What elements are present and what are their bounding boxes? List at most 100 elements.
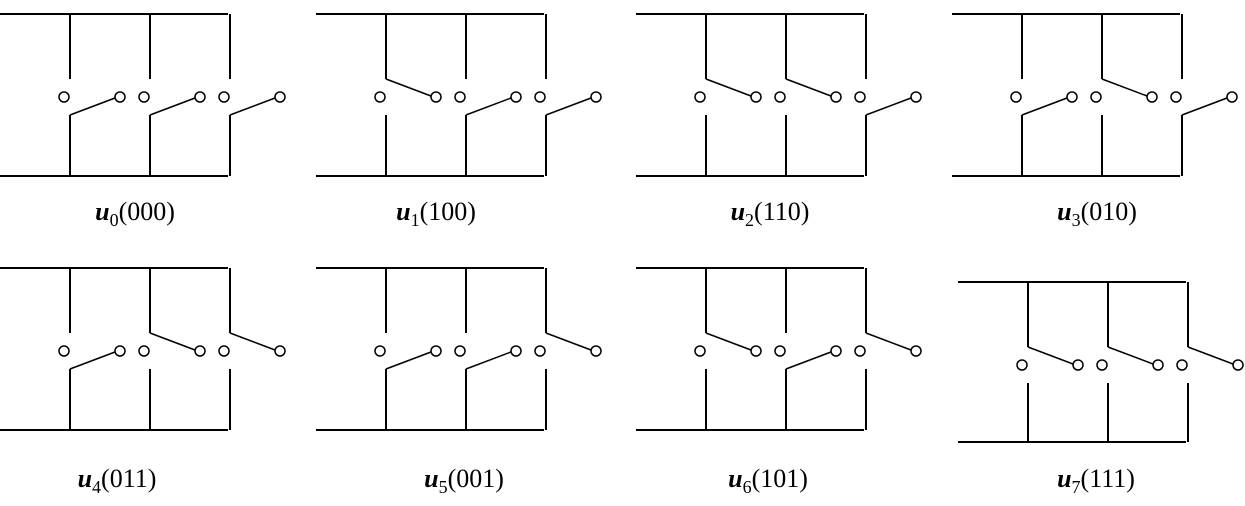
output-terminal [910, 345, 922, 357]
switch-leg-3 [534, 268, 602, 430]
switch-leg-2 [454, 268, 522, 430]
switch-leg-3 [854, 268, 922, 430]
state-label: u4(011) [78, 464, 157, 497]
output-terminal [114, 345, 126, 357]
state-symbol: u [1057, 197, 1071, 226]
switch-leg-2 [138, 268, 206, 430]
output-terminal [510, 91, 522, 103]
output-terminal [274, 91, 286, 103]
output-terminal [510, 345, 522, 357]
switch-leg-2 [1096, 282, 1164, 442]
switch-arm-down [785, 351, 832, 370]
switch-arm-up [865, 332, 912, 351]
output-terminal [114, 91, 126, 103]
fixed-terminal [534, 91, 546, 103]
fixed-terminal [774, 345, 786, 357]
switch-leg-3 [1170, 14, 1238, 176]
switch-state-panel-u2: u2(110) [636, 13, 922, 230]
state-code: (000) [119, 197, 175, 226]
fixed-terminal [138, 91, 150, 103]
switch-leg-1 [374, 14, 442, 176]
fixed-terminal [374, 345, 386, 357]
state-index: 1 [411, 210, 420, 230]
circuit [0, 13, 286, 177]
switch-leg-1 [1010, 14, 1078, 176]
state-index: 2 [745, 210, 754, 230]
switch-leg-1 [374, 268, 442, 430]
state-label: u0(000) [95, 197, 175, 230]
state-index: 4 [92, 477, 101, 497]
state-code: (101) [752, 464, 808, 493]
fixed-terminal [694, 345, 706, 357]
output-terminal [750, 91, 762, 103]
switch-leg-2 [1090, 14, 1158, 176]
state-label: u6(101) [728, 464, 808, 497]
state-symbol: u [728, 464, 742, 493]
switch-arm-up [229, 332, 276, 351]
switch-leg-1 [58, 14, 126, 176]
switch-arm-up [1101, 78, 1148, 97]
circuit [316, 267, 602, 431]
switch-leg-2 [454, 14, 522, 176]
switch-leg-3 [1176, 282, 1244, 442]
circuit [958, 281, 1244, 443]
circuit [636, 267, 922, 431]
state-code: (010) [1081, 197, 1137, 226]
switch-arm-up [785, 78, 832, 97]
switch-state-panel-u0: u0(000) [0, 13, 286, 230]
switch-arm-up [705, 78, 752, 97]
fixed-terminal [218, 91, 230, 103]
state-index: 7 [1072, 477, 1081, 497]
state-symbol: u [731, 197, 745, 226]
state-symbol: u [95, 197, 109, 226]
fixed-terminal [58, 91, 70, 103]
fixed-terminal [854, 345, 866, 357]
fixed-terminal [1096, 359, 1108, 371]
fixed-terminal [534, 345, 546, 357]
state-symbol: u [424, 464, 438, 493]
fixed-terminal [1090, 91, 1102, 103]
fixed-terminal [854, 91, 866, 103]
state-index: 6 [743, 477, 752, 497]
state-index: 0 [110, 210, 119, 230]
switch-leg-3 [218, 268, 286, 430]
switch-arm-up [705, 332, 752, 351]
output-terminal [1226, 91, 1238, 103]
switch-arm-down [465, 97, 512, 116]
switch-state-panel-u7: u7(111) [958, 281, 1244, 497]
switch-arm-down [1181, 97, 1228, 116]
switch-arm-down [385, 351, 432, 370]
switch-leg-2 [138, 14, 206, 176]
switch-arm-down [229, 97, 276, 116]
state-label: u5(001) [424, 464, 504, 497]
fixed-terminal [1176, 359, 1188, 371]
switch-arm-down [1021, 97, 1068, 116]
state-code: (100) [420, 197, 476, 226]
switch-arm-down [149, 97, 196, 116]
state-label: u7(111) [1057, 464, 1135, 497]
output-terminal [750, 345, 762, 357]
switch-arm-down [545, 97, 592, 116]
output-terminal [430, 91, 442, 103]
output-terminal [590, 91, 602, 103]
state-code: (111) [1081, 464, 1135, 493]
switch-state-panel-u6: u6(101) [636, 267, 922, 497]
circuit [952, 13, 1238, 177]
state-label: u2(110) [731, 197, 810, 230]
switch-arm-down [465, 351, 512, 370]
fixed-terminal [218, 345, 230, 357]
state-label: u1(100) [396, 197, 476, 230]
switch-leg-1 [58, 268, 126, 430]
switch-state-panel-u1: u1(100) [316, 13, 602, 230]
switch-leg-3 [854, 14, 922, 176]
switch-arm-down [865, 97, 912, 116]
switch-state-panel-u5: u5(001) [316, 267, 602, 497]
switch-arm-up [545, 332, 592, 351]
state-code: (110) [754, 197, 809, 226]
switch-state-panel-u4: u4(011) [0, 267, 286, 497]
output-terminal [1232, 359, 1244, 371]
switch-arm-up [1187, 346, 1234, 365]
fixed-terminal [138, 345, 150, 357]
fixed-terminal [694, 91, 706, 103]
